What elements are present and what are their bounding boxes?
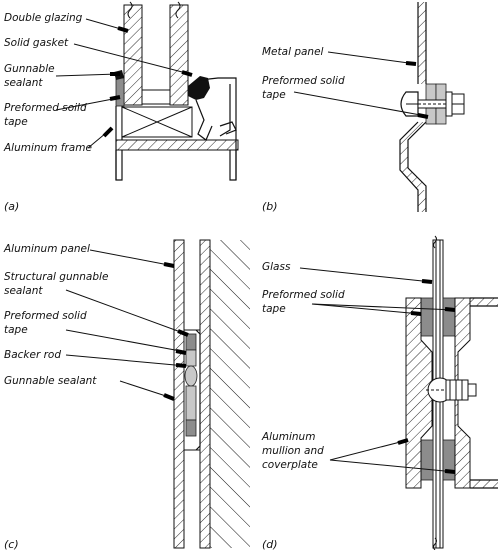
aluminum-frame-drawing [115, 77, 239, 181]
leader-lines-c [65, 249, 189, 401]
double-glazing-drawing [123, 1, 189, 106]
label-mullion-and: mullion and [262, 445, 324, 457]
label-aluminum-panel: Aluminum panel [3, 243, 90, 255]
panel-tag-d: (d) [262, 538, 278, 550]
label-tape: tape [4, 116, 28, 128]
solid-gasket-shape [188, 76, 210, 100]
label-coverplate: coverplate [262, 459, 318, 471]
label-backer-rod: Backer rod [4, 349, 61, 361]
label-metal-panel: Metal panel [262, 46, 324, 58]
leader-lines-b [293, 51, 429, 119]
label-preformed-solid-c: Preformed solid [4, 310, 87, 322]
panel-d: Glass Preformed solid tape Aluminum mull… [261, 235, 498, 551]
label-sealant: sealant [4, 77, 43, 89]
panel-tag-b: (b) [262, 200, 278, 213]
label-aluminum-frame: Aluminum frame [3, 142, 92, 154]
leader-lines-a [55, 18, 193, 149]
label-preformed-solid-b: Preformed solid [262, 75, 345, 87]
glass-mullion-drawing [405, 235, 498, 551]
label-tape-b: tape [262, 89, 286, 101]
label-glass: Glass [262, 261, 291, 273]
label-solid-gasket: Solid gasket [4, 37, 69, 49]
panel-tag-c: (c) [4, 538, 19, 550]
label-structural-gunnable: Structural gunnable [4, 271, 108, 283]
leader-lines-d [299, 267, 456, 474]
panel-a: Double glazing Solid gasket Gunnable sea… [3, 1, 239, 213]
label-gunnable: Gunnable [4, 63, 55, 75]
label-preformed-soild: Preformed soild [4, 102, 87, 114]
aluminum-panel-drawing [173, 239, 250, 549]
label-tape-c: tape [4, 324, 28, 336]
label-preformed-solid-d: Preformed solid [262, 289, 345, 301]
panel-c: Aluminum panel Structural gunnable seala… [3, 239, 250, 551]
label-tape-d: tape [262, 303, 286, 315]
label-aluminum-d: Aluminum [261, 431, 315, 443]
gunnable-sealant-a [115, 77, 125, 107]
panel-b: Metal panel Preformed solid tape (b) [262, 2, 465, 213]
label-sealant-c: sealant [4, 285, 43, 297]
metal-panel-drawing [399, 2, 465, 212]
panel-tag-a: (a) [4, 200, 19, 213]
label-gunnable-sealant: Gunnable sealant [4, 375, 97, 387]
label-double-glazing: Double glazing [4, 12, 83, 24]
